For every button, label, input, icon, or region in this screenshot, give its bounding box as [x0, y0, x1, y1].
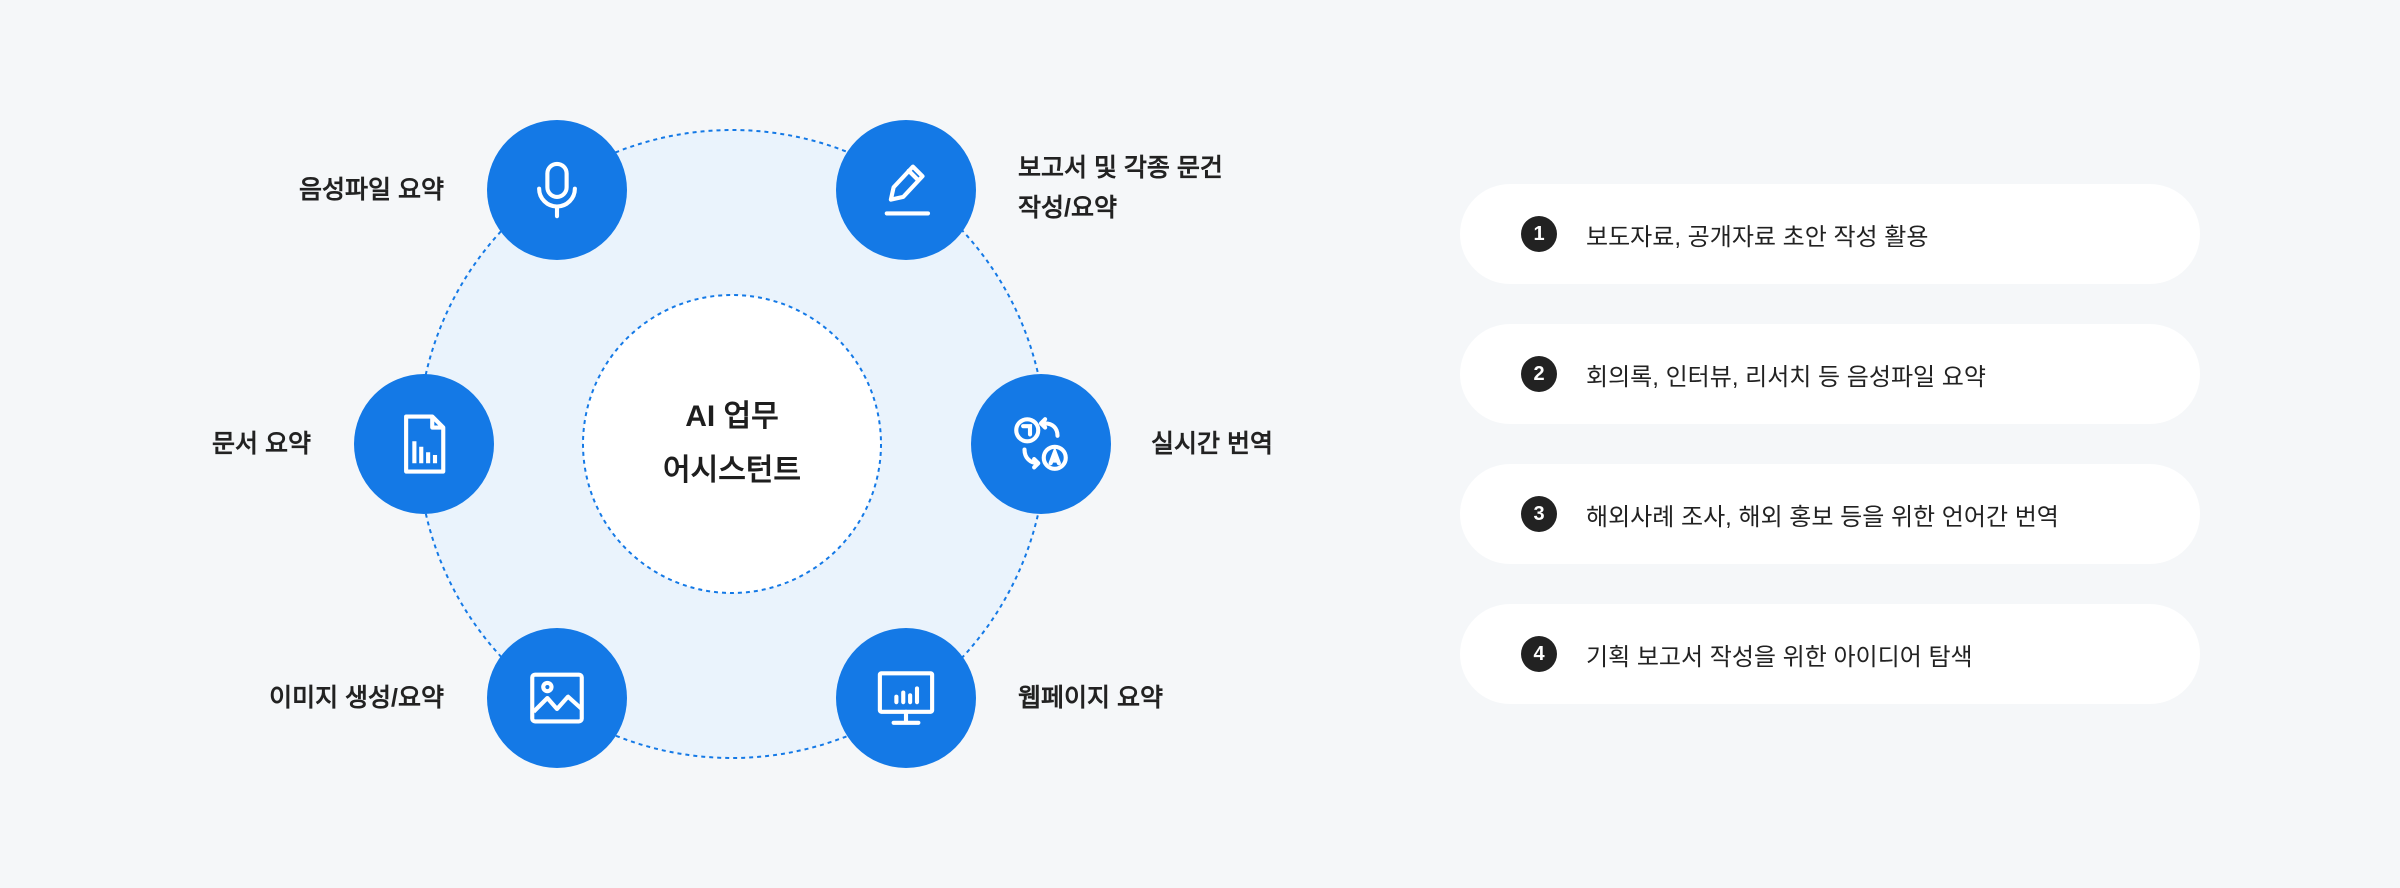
number-badge: 2 — [1521, 356, 1557, 392]
feature-node-webpage — [836, 628, 976, 768]
pencil-icon — [884, 164, 931, 216]
feature-node-document-writing — [836, 120, 976, 260]
feature-label-image: 이미지 생성/요약 — [269, 684, 444, 712]
use-case-text: 보도자료, 공개자료 초안 작성 활용 — [1586, 223, 1929, 251]
feature-label-audio: 음성파일 요약 — [299, 176, 444, 204]
feature-node-document-summary — [354, 374, 494, 514]
feature-node-audio — [487, 120, 627, 260]
feature-label-document-summary: 문서 요약 — [212, 430, 311, 458]
translate-icon — [1014, 417, 1068, 471]
center-title: AI 업무 어시스턴트 — [583, 390, 881, 498]
document-chart-icon — [404, 414, 446, 474]
use-case-card: 1 보도자료, 공개자료 초안 작성 활용 — [1460, 184, 2200, 284]
use-case-card: 4 기획 보고서 작성을 위한 아이디어 탐색 — [1460, 604, 2200, 704]
image-icon — [530, 672, 584, 724]
inner-ring — [582, 294, 882, 594]
feature-label-translation: 실시간 번역 — [1151, 430, 1273, 458]
number-badge: 3 — [1521, 496, 1557, 532]
feature-label-line1: 보고서 및 각종 문건 — [1018, 154, 1223, 182]
use-case-text: 해외사례 조사, 해외 홍보 등을 위한 언어간 번역 — [1586, 503, 2059, 531]
feature-label-line2: 작성/요약 — [1018, 194, 1117, 222]
use-case-text: 회의록, 인터뷰, 리서치 등 음성파일 요약 — [1586, 363, 1986, 391]
use-case-card: 2 회의록, 인터뷰, 리서치 등 음성파일 요약 — [1460, 324, 2200, 424]
feature-label-document-writing: 보고서 및 각종 문건 작성/요약 — [1018, 148, 1223, 228]
monitor-chart-icon — [877, 671, 935, 725]
microphone-icon — [537, 161, 577, 219]
center-title-line1: AI 업무 — [685, 400, 779, 433]
number-badge: 4 — [1521, 636, 1557, 672]
use-case-text: 기획 보고서 작성을 위한 아이디어 탐색 — [1586, 643, 1973, 671]
feature-node-translation — [971, 374, 1111, 514]
use-case-card: 3 해외사례 조사, 해외 홍보 등을 위한 언어간 번역 — [1460, 464, 2200, 564]
feature-label-webpage: 웹페이지 요약 — [1018, 684, 1163, 712]
center-title-line2: 어시스턴트 — [663, 454, 801, 487]
feature-node-image — [487, 628, 627, 768]
number-badge: 1 — [1521, 216, 1557, 252]
